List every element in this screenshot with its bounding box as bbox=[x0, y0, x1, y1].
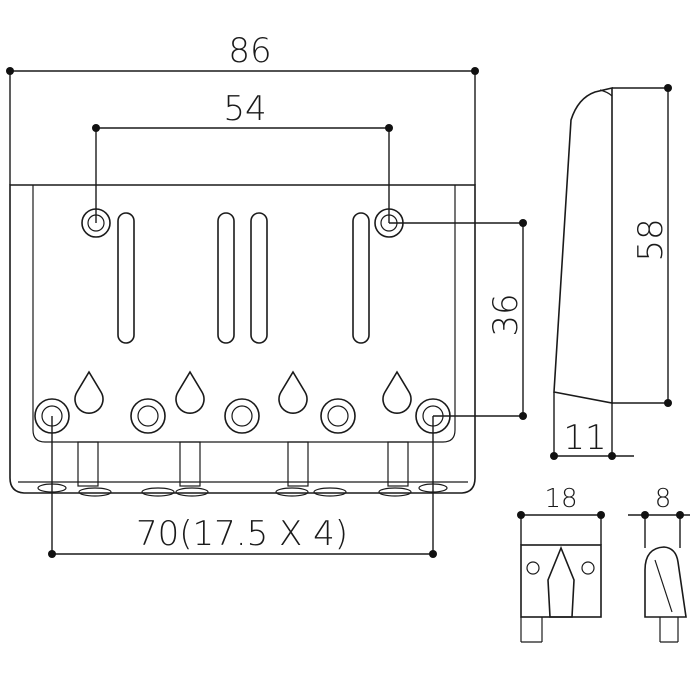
string-slots bbox=[117, 212, 370, 344]
saddle-legs bbox=[77, 441, 409, 487]
saddle-front-view bbox=[520, 544, 602, 643]
dimension-overall-width: 86 bbox=[6, 31, 479, 185]
dimension-saddle-depth: 8 bbox=[628, 484, 690, 548]
overall-width-label: 86 bbox=[228, 31, 271, 71]
side-height-label: 58 bbox=[631, 218, 671, 261]
saddle-side-view bbox=[644, 546, 687, 643]
dimension-hole-vertical: 36 bbox=[389, 219, 527, 420]
dimension-string-spacing: 70(17.5 X 4) bbox=[48, 416, 437, 558]
bottom-lip-details bbox=[37, 483, 448, 497]
saddle-width-label: 18 bbox=[544, 484, 577, 514]
dimension-side-height: 58 bbox=[612, 84, 672, 407]
string-spacing-label: 70(17.5 X 4) bbox=[136, 514, 348, 554]
dimension-side-depth: 11 bbox=[550, 392, 634, 460]
mount-spacing-label: 54 bbox=[223, 89, 266, 129]
side-view bbox=[553, 86, 613, 404]
dimension-mount-spacing: 54 bbox=[92, 89, 393, 223]
hole-vertical-label: 36 bbox=[486, 293, 526, 336]
side-depth-label: 11 bbox=[563, 418, 606, 458]
baseplate-front-view bbox=[9, 184, 476, 494]
saddle-intonation-screws bbox=[74, 370, 412, 414]
saddle-depth-label: 8 bbox=[655, 484, 672, 514]
string-holes bbox=[34, 398, 451, 434]
dimension-saddle-width: 18 bbox=[517, 484, 605, 545]
